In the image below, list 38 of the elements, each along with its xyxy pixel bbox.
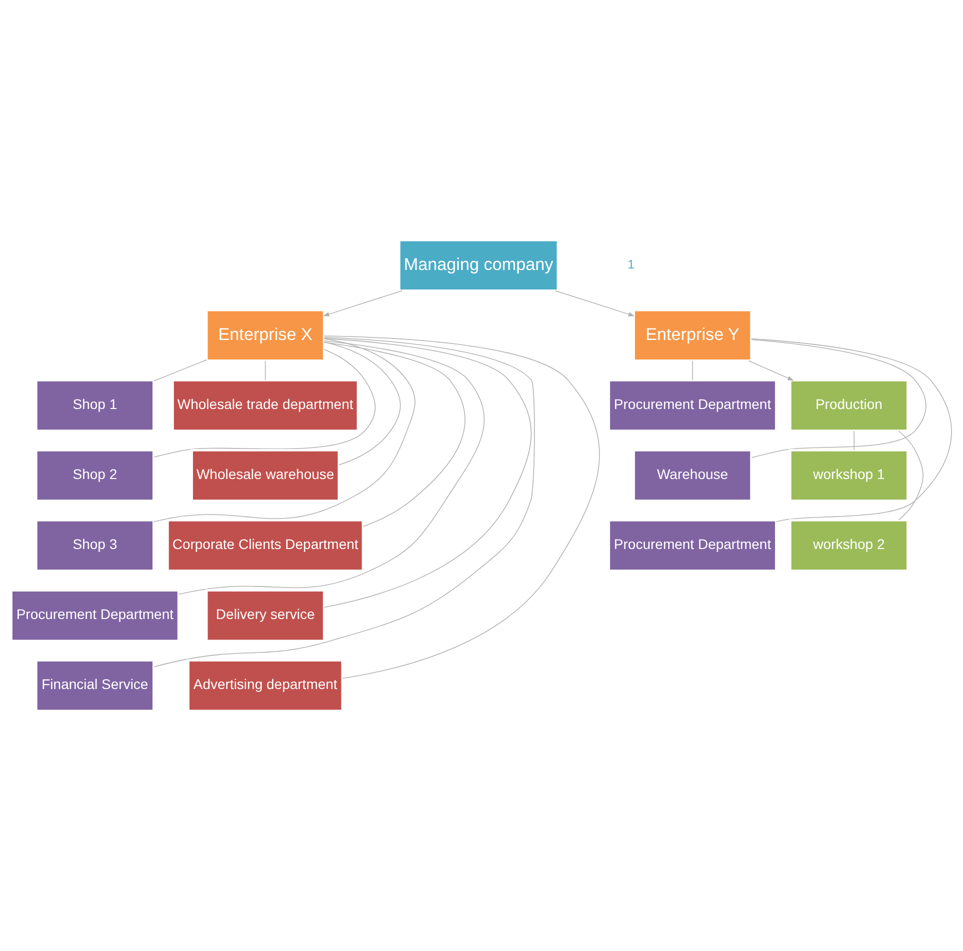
- node-box: Warehouse: [632, 449, 752, 502]
- node-box: Enterprise Y: [632, 308, 752, 362]
- connector: [750, 338, 952, 522]
- connector: [324, 338, 532, 608]
- node-box: Corporate Clients Department: [166, 519, 364, 572]
- connector: [324, 342, 466, 527]
- node-box: workshop 2: [789, 519, 909, 572]
- connector: [264, 360, 266, 380]
- node-box: Advertising department: [187, 659, 344, 712]
- node-box: Production: [789, 379, 909, 432]
- node-box: Procurement Department: [608, 519, 778, 572]
- arrow: [748, 360, 794, 381]
- node-box: Procurement Department: [10, 589, 180, 642]
- connector: [751, 339, 926, 458]
- connector: [854, 430, 855, 450]
- connector: [153, 349, 376, 458]
- connector: [692, 360, 693, 380]
- arrow: [554, 290, 635, 316]
- connector: [898, 430, 924, 520]
- node-box: Shop 1: [35, 379, 155, 432]
- connector: [154, 337, 535, 668]
- node-box: Financial Service: [35, 659, 155, 712]
- connector: [178, 340, 485, 595]
- arrow: [323, 290, 403, 316]
- node-box: Procurement Department: [608, 379, 778, 432]
- node-box: workshop 1: [789, 449, 909, 502]
- node-box: Managing company: [398, 238, 560, 292]
- node-box: Shop 3: [35, 519, 155, 572]
- label: 1: [628, 257, 635, 272]
- connector: [153, 359, 207, 382]
- node-box: Enterprise X: [205, 308, 326, 362]
- node-box: Delivery service: [205, 589, 326, 642]
- node-box: Wholesale warehouse: [190, 449, 340, 502]
- connector: [324, 342, 401, 466]
- node-box: Shop 2: [35, 449, 155, 502]
- node-box: Wholesale trade department: [172, 379, 360, 432]
- connector: [153, 338, 416, 522]
- connector: [324, 336, 600, 679]
